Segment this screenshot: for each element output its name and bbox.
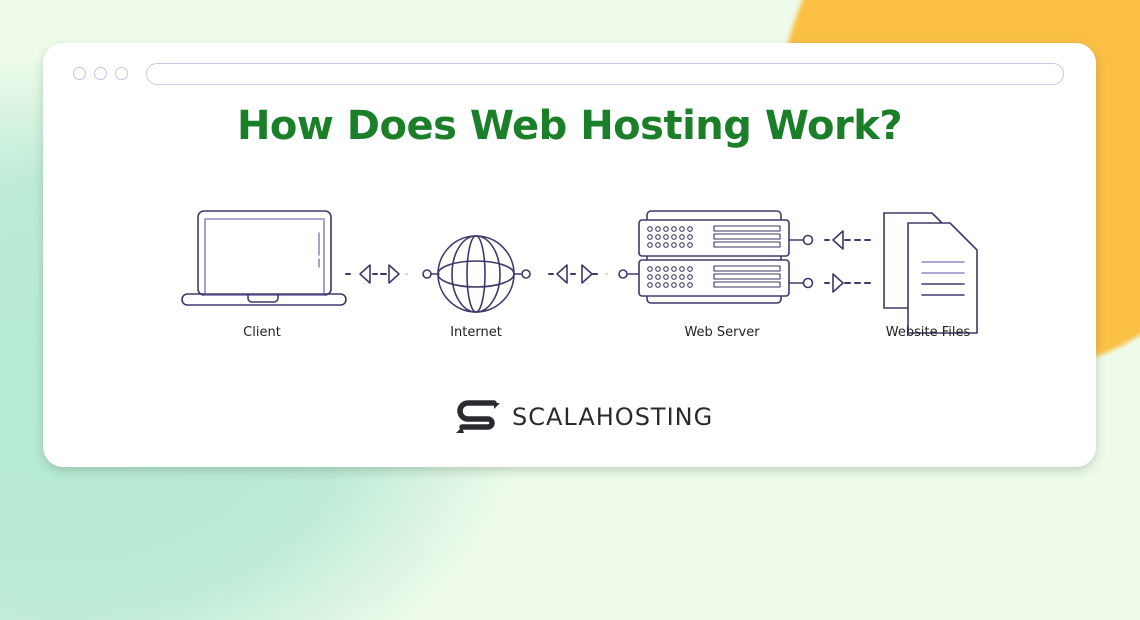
window-dot-1	[73, 67, 86, 80]
server-icon	[638, 210, 814, 304]
scalahosting-s-logo-icon	[456, 400, 500, 433]
brand-logo: SCALAHOSTING	[454, 399, 713, 435]
documents-icon	[883, 212, 978, 334]
hosting-diagram	[181, 210, 978, 334]
node-label-client: Client	[243, 325, 281, 340]
client-internet-connector	[345, 264, 408, 284]
server-files-connector	[824, 230, 871, 293]
node-label-website-files: Website Files	[885, 325, 971, 340]
browser-window-card: How Does Web Hosting Work?	[43, 43, 1096, 467]
window-controls	[73, 67, 128, 80]
laptop-icon	[181, 210, 347, 306]
window-dot-3	[115, 67, 128, 80]
window-dot-2	[94, 67, 107, 80]
internet-server-connector	[548, 264, 640, 284]
globe-icon	[422, 235, 531, 313]
url-bar	[146, 63, 1064, 85]
page-title: How Does Web Hosting Work?	[236, 103, 903, 149]
brand-name: SCALAHOSTING	[512, 403, 714, 431]
node-label-web-server: Web Server	[684, 325, 760, 340]
node-label-internet: Internet	[450, 325, 502, 340]
